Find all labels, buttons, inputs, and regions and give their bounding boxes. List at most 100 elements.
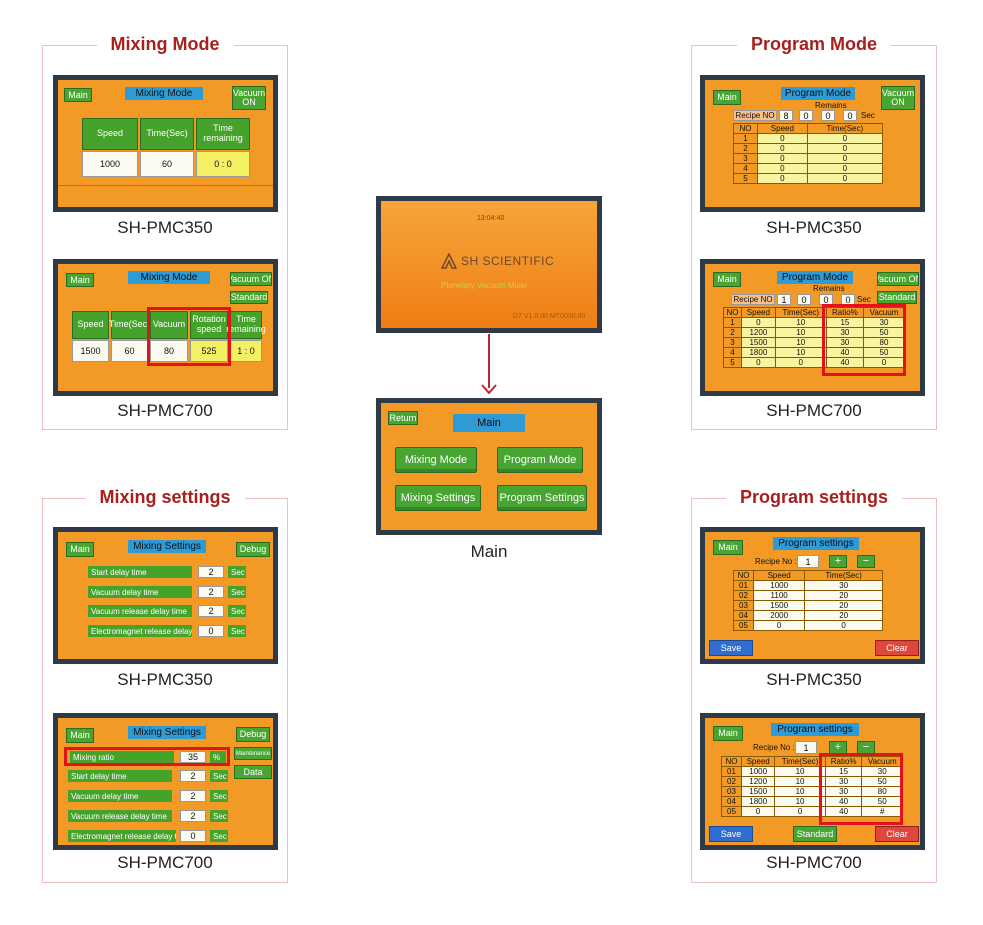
debug-button[interactable]: Debug	[236, 542, 270, 557]
unit-label: Sec	[228, 625, 246, 637]
recipe-no-field[interactable]: 1	[797, 555, 819, 568]
program-settings-panel: Program settings	[691, 487, 937, 883]
start-delay-value[interactable]: 2	[180, 770, 206, 782]
main-button[interactable]: Main	[66, 542, 94, 557]
time-cell[interactable]: 30	[804, 580, 883, 591]
main-button[interactable]: Main	[64, 88, 92, 102]
minus-button[interactable]: −	[857, 741, 875, 754]
mixing-ratio-value[interactable]: 35	[180, 751, 206, 763]
save-button[interactable]: Save	[709, 826, 753, 842]
vacuum-value[interactable]: 80	[150, 340, 188, 362]
speed-cell[interactable]: 0	[752, 620, 806, 631]
time-value[interactable]: 60	[111, 340, 148, 362]
divider	[58, 185, 273, 186]
time-cell[interactable]: 10	[774, 796, 826, 807]
vacuum-release-delay-value[interactable]: 2	[198, 605, 224, 617]
main-button[interactable]: Main	[713, 726, 743, 741]
row-number: 03	[733, 600, 754, 611]
speed-cell[interactable]: 1500	[740, 786, 776, 797]
vacuum-on-button[interactable]: Vacuum ON	[232, 86, 266, 110]
start-delay-label: Start delay time	[68, 770, 172, 782]
standard-button[interactable]: Standard	[230, 291, 268, 304]
column-header: Time(Sec)	[774, 307, 827, 318]
data-button[interactable]: Data	[234, 765, 272, 779]
speed-cell[interactable]: 1500	[752, 600, 806, 611]
logo-icon	[441, 253, 457, 269]
vacuum-release-delay-value[interactable]: 2	[180, 810, 206, 822]
standard-button[interactable]: Standard	[877, 291, 917, 304]
main-button[interactable]: Main	[713, 540, 743, 555]
time-cell[interactable]: 20	[804, 600, 883, 611]
time-cell[interactable]: 10	[774, 776, 826, 787]
time-cell[interactable]: 10	[774, 786, 826, 797]
row-number: 05	[733, 620, 754, 631]
recipe-no-field[interactable]: 1	[795, 741, 817, 754]
electromagnet-release-delay-value[interactable]: 0	[180, 830, 206, 842]
vacuum-on-button[interactable]: Vacuum ON	[230, 272, 272, 286]
caption-pmc700: SH-PMC700	[766, 853, 862, 872]
vacuum-on-button[interactable]: Vacuum ON	[881, 86, 915, 110]
debug-button[interactable]: Debug	[236, 727, 270, 742]
main-button[interactable]: Main	[66, 273, 94, 287]
vacuum-delay-value[interactable]: 2	[198, 586, 224, 598]
speed-cell[interactable]: 1800	[740, 796, 776, 807]
mixing-settings-button[interactable]: Mixing Settings	[395, 485, 481, 511]
speed-cell[interactable]: 0	[740, 806, 776, 817]
clear-button[interactable]: Clear	[875, 640, 919, 656]
time-cell: 0	[806, 173, 884, 184]
program-mode-panel: Program Mode	[691, 34, 937, 430]
speed-cell[interactable]: 1100	[752, 590, 806, 601]
recipe-no-field[interactable]: 8	[779, 110, 793, 121]
ratio-cell[interactable]: 40	[824, 806, 863, 817]
time-header: Time(Sec)	[140, 118, 194, 150]
unit-label: %	[210, 751, 226, 763]
save-button[interactable]: Save	[709, 640, 753, 656]
time-cell[interactable]: 0	[774, 806, 826, 817]
vacuum-on-button[interactable]: Vacuum ON	[877, 272, 919, 286]
speed-cell: 0	[757, 143, 808, 154]
electromagnet-release-delay-value[interactable]: 0	[198, 625, 224, 637]
mixing-mode-button[interactable]: Mixing Mode	[395, 447, 477, 473]
vacuum-delay-value[interactable]: 2	[180, 790, 206, 802]
sec-label: Sec	[861, 111, 875, 120]
time-remaining-value: 1 : 0	[230, 340, 262, 362]
standard-button[interactable]: Standard	[793, 826, 837, 842]
maintenance-button[interactable]: Maintenance	[234, 747, 272, 760]
minus-button[interactable]: −	[857, 555, 875, 568]
time-cell: 10	[774, 347, 827, 358]
speed-value[interactable]: 1000	[82, 151, 138, 177]
start-delay-value[interactable]: 2	[198, 566, 224, 578]
speed-cell[interactable]: 1000	[740, 766, 776, 777]
speed-cell[interactable]: 2000	[752, 610, 806, 621]
program-settings-700-screen: Main Program settings Recipe No : 1 + − …	[700, 713, 925, 850]
time-cell[interactable]: 20	[804, 610, 883, 621]
highlight-box	[819, 753, 903, 825]
remains-label: Remains	[813, 284, 845, 293]
speed-cell: 0	[741, 357, 776, 368]
time-cell[interactable]: 0	[804, 620, 883, 631]
main-button[interactable]: Main	[713, 90, 741, 105]
speed-cell[interactable]: 1000	[752, 580, 806, 591]
time-cell[interactable]: 10	[774, 766, 826, 777]
recipe-no-field[interactable]: 1	[777, 294, 791, 305]
main-button[interactable]: Main	[66, 728, 94, 743]
program-mode-button[interactable]: Program Mode	[497, 447, 583, 473]
speed-cell[interactable]: 1200	[740, 776, 776, 787]
program-settings-button[interactable]: Program Settings	[497, 485, 587, 511]
screen-title: Mixing Settings	[128, 540, 206, 553]
return-button[interactable]: Return	[388, 411, 418, 425]
time-cell[interactable]: 20	[804, 590, 883, 601]
plus-button[interactable]: +	[829, 555, 847, 568]
time-value[interactable]: 60	[140, 151, 194, 177]
clear-button[interactable]: Clear	[875, 826, 919, 842]
main-button[interactable]: Main	[713, 272, 741, 287]
program-mode-700-screen: Main Program Mode Vacuum ON Standard Rem…	[700, 259, 925, 396]
speed-value[interactable]: 1500	[72, 340, 109, 362]
